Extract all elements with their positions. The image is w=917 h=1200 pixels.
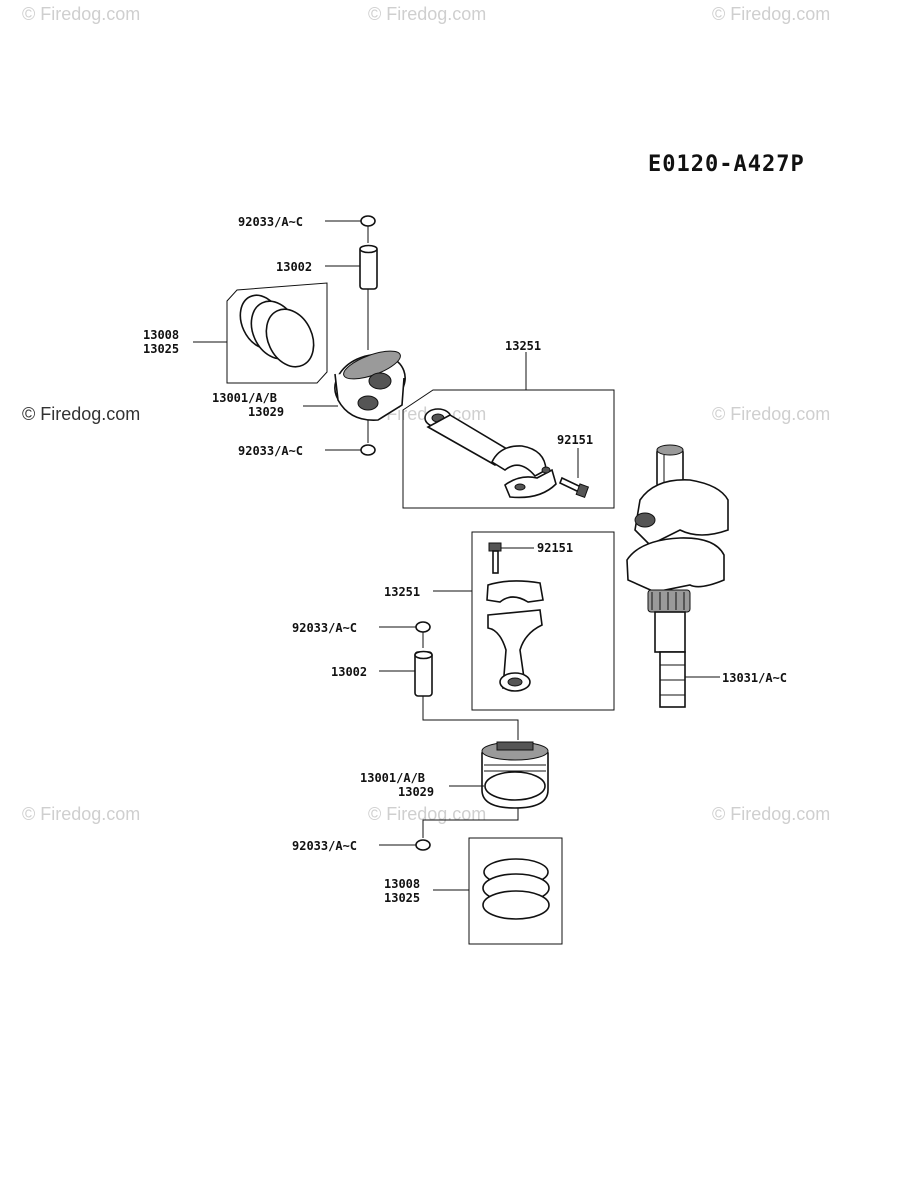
- label-piston-bottom-1: 13001/A/B: [360, 771, 425, 785]
- label-circlip-top-1: 92033/A~C: [238, 215, 303, 229]
- label-bolt-bottom: 92151: [537, 541, 573, 555]
- watermark-text: © Firedog.com: [368, 4, 486, 24]
- bolt-top[interactable]: 92151: [557, 433, 593, 498]
- label-pin-bottom: 13002: [331, 665, 367, 679]
- label-piston-top-2: 13029: [248, 405, 284, 419]
- diagram-code: E0120-A427P: [648, 152, 805, 177]
- label-rings-bottom-2: 13025: [384, 891, 420, 905]
- circlip-bottom-2[interactable]: 92033/A~C: [292, 839, 431, 853]
- watermarks: © Firedog.com © Firedog.com © Firedog.co…: [22, 4, 830, 824]
- label-piston-top-1: 13001/A/B: [212, 391, 277, 405]
- label-conrod-top: 13251: [505, 339, 541, 353]
- label-circlip-bottom-1: 92033/A~C: [292, 621, 357, 635]
- label-bolt-top: 92151: [557, 433, 593, 447]
- label-rings-bottom-1: 13008: [384, 877, 420, 891]
- label-piston-bottom-2: 13029: [398, 785, 434, 799]
- piston-rings-top[interactable]: 13008 13025: [143, 282, 328, 384]
- watermark-text: © Firedog.com: [22, 404, 140, 424]
- watermark-text: © Firedog.com: [712, 4, 830, 24]
- label-conrod-bottom: 13251: [384, 585, 420, 599]
- label-circlip-top-2: 92033/A~C: [238, 444, 303, 458]
- piston-top[interactable]: 13001/A/B 13029: [212, 345, 413, 421]
- label-crankshaft: 13031/A~C: [722, 671, 787, 685]
- watermark-text: © Firedog.com: [712, 804, 830, 824]
- piston-pin-bottom[interactable]: 13002: [331, 650, 433, 697]
- watermark-text: © Firedog.com: [712, 404, 830, 424]
- watermark-text: © Firedog.com: [368, 804, 486, 824]
- connecting-rod-top[interactable]: 13251: [402, 339, 615, 509]
- piston-rings-bottom[interactable]: 13008 13025: [384, 837, 563, 945]
- watermark-text: © Firedog.com: [22, 804, 140, 824]
- label-rings-top-2: 13025: [143, 342, 179, 356]
- crankshaft[interactable]: 13031/A~C: [626, 444, 787, 708]
- circlip-top-1[interactable]: 92033/A~C: [238, 215, 376, 229]
- label-rings-top-1: 13008: [143, 328, 179, 342]
- circlip-top-2[interactable]: 92033/A~C: [238, 444, 376, 458]
- label-circlip-bottom-2: 92033/A~C: [292, 839, 357, 853]
- piston-pin-top[interactable]: 13002: [276, 244, 378, 290]
- bolt-bottom[interactable]: 92151: [488, 541, 573, 574]
- piston-bottom[interactable]: 13001/A/B 13029: [360, 741, 549, 809]
- watermark-text: © Firedog.com: [22, 4, 140, 24]
- label-pin-top: 13002: [276, 260, 312, 274]
- connecting-rod-bottom[interactable]: 13251: [384, 531, 615, 711]
- circlip-bottom-1[interactable]: 92033/A~C: [292, 621, 431, 635]
